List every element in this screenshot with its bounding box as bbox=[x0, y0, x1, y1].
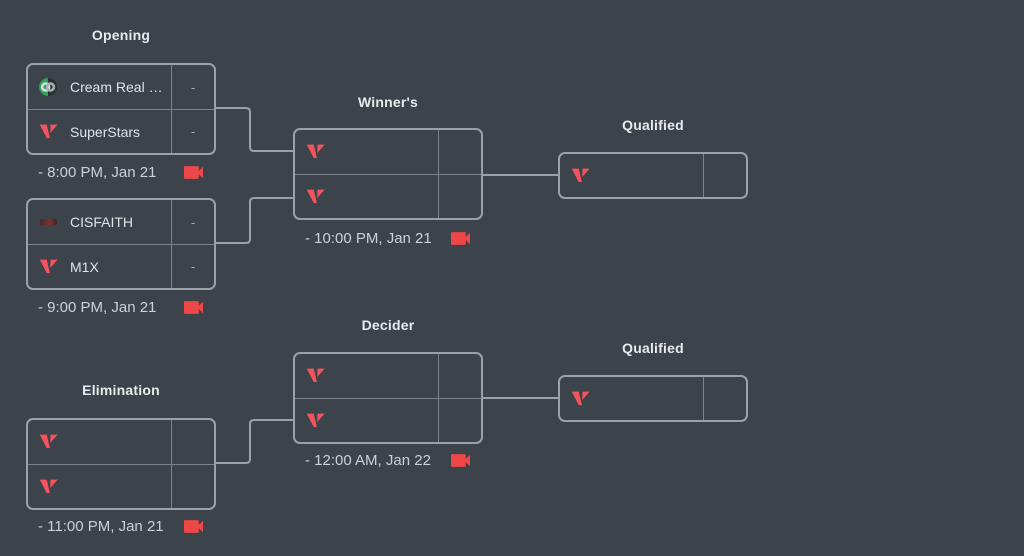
team-score bbox=[703, 377, 746, 420]
team-score: - bbox=[171, 65, 214, 109]
schedule-elimination: - 11:00 PM, Jan 21 bbox=[26, 517, 216, 535]
stream-camera-icon[interactable] bbox=[184, 519, 203, 533]
round-label-qualified-top: Qualified bbox=[622, 117, 684, 133]
connector-opening2-winners bbox=[215, 197, 293, 244]
cream-real-b-logo-icon bbox=[37, 77, 59, 97]
team-score: - bbox=[171, 245, 214, 288]
team-score bbox=[171, 420, 214, 464]
schedule-text: - 9:00 PM, Jan 21 bbox=[38, 298, 157, 316]
valorant-logo-icon bbox=[37, 122, 59, 142]
valorant-logo-icon bbox=[37, 257, 59, 277]
schedule-opening-1: - 8:00 PM, Jan 21 bbox=[26, 163, 216, 181]
team-row-tbd[interactable] bbox=[28, 420, 214, 464]
schedule-text: - 10:00 PM, Jan 21 bbox=[305, 229, 432, 247]
team-name: Cream Real B… bbox=[70, 79, 171, 95]
team-row-tbd[interactable] bbox=[295, 398, 481, 442]
team-score bbox=[438, 399, 481, 442]
match-winners[interactable] bbox=[293, 128, 483, 220]
team-row-tbd[interactable] bbox=[295, 174, 481, 218]
valorant-logo-icon bbox=[304, 187, 326, 207]
schedule-opening-2: - 9:00 PM, Jan 21 bbox=[26, 298, 216, 316]
stream-camera-icon[interactable] bbox=[451, 231, 470, 245]
valorant-logo-icon bbox=[569, 166, 591, 186]
team-name: M1X bbox=[70, 258, 99, 275]
match-opening-2[interactable]: CISFAITH - M1X - bbox=[26, 198, 216, 290]
team-row-m1x[interactable]: M1X - bbox=[28, 244, 214, 288]
valorant-logo-icon bbox=[37, 477, 59, 497]
cisfaith-logo-icon bbox=[37, 212, 59, 232]
match-decider[interactable] bbox=[293, 352, 483, 444]
team-score: - bbox=[171, 200, 214, 244]
stream-camera-icon[interactable] bbox=[451, 453, 470, 467]
slot-qualified-bottom[interactable] bbox=[558, 375, 748, 422]
valorant-logo-icon bbox=[37, 432, 59, 452]
round-label-opening: Opening bbox=[91, 27, 151, 43]
team-row-cisfaith[interactable]: CISFAITH - bbox=[28, 200, 214, 244]
match-elimination[interactable] bbox=[26, 418, 216, 510]
schedule-text: - 12:00 AM, Jan 22 bbox=[305, 451, 431, 469]
team-score bbox=[703, 154, 746, 197]
valorant-logo-icon bbox=[304, 366, 326, 386]
team-row-tbd[interactable] bbox=[295, 130, 481, 174]
round-label-winners: Winner's bbox=[357, 94, 419, 110]
round-label-decider: Decider bbox=[361, 317, 415, 333]
team-score: - bbox=[171, 110, 214, 153]
team-row-superstars[interactable]: SuperStars - bbox=[28, 109, 214, 153]
schedule-decider: - 12:00 AM, Jan 22 bbox=[293, 451, 483, 469]
team-score bbox=[171, 465, 214, 508]
slot-qualified-top[interactable] bbox=[558, 152, 748, 199]
schedule-text: - 11:00 PM, Jan 21 bbox=[38, 517, 164, 535]
team-row-cream-real-b[interactable]: Cream Real B… - bbox=[28, 65, 214, 109]
team-row-tbd[interactable] bbox=[560, 377, 746, 420]
stream-camera-icon[interactable] bbox=[184, 300, 203, 314]
team-row-tbd[interactable] bbox=[28, 464, 214, 508]
connector-elimination-decider bbox=[215, 419, 293, 464]
match-opening-1[interactable]: Cream Real B… - SuperStars - bbox=[26, 63, 216, 155]
schedule-winners: - 10:00 PM, Jan 21 bbox=[293, 229, 483, 247]
schedule-text: - 8:00 PM, Jan 21 bbox=[38, 163, 157, 181]
team-row-tbd[interactable] bbox=[295, 354, 481, 398]
valorant-logo-icon bbox=[304, 411, 326, 431]
team-score bbox=[438, 354, 481, 398]
team-name: SuperStars bbox=[70, 123, 141, 140]
team-name: CISFAITH bbox=[70, 214, 134, 230]
team-row-tbd[interactable] bbox=[560, 154, 746, 197]
valorant-logo-icon bbox=[304, 142, 326, 162]
valorant-logo-icon bbox=[569, 389, 591, 409]
team-score bbox=[438, 130, 481, 174]
round-label-elimination: Elimination bbox=[82, 382, 160, 398]
stream-camera-icon[interactable] bbox=[184, 165, 203, 179]
connector-opening1-winners bbox=[215, 107, 293, 152]
round-label-qualified-bottom: Qualified bbox=[622, 340, 684, 356]
team-score bbox=[438, 175, 481, 218]
